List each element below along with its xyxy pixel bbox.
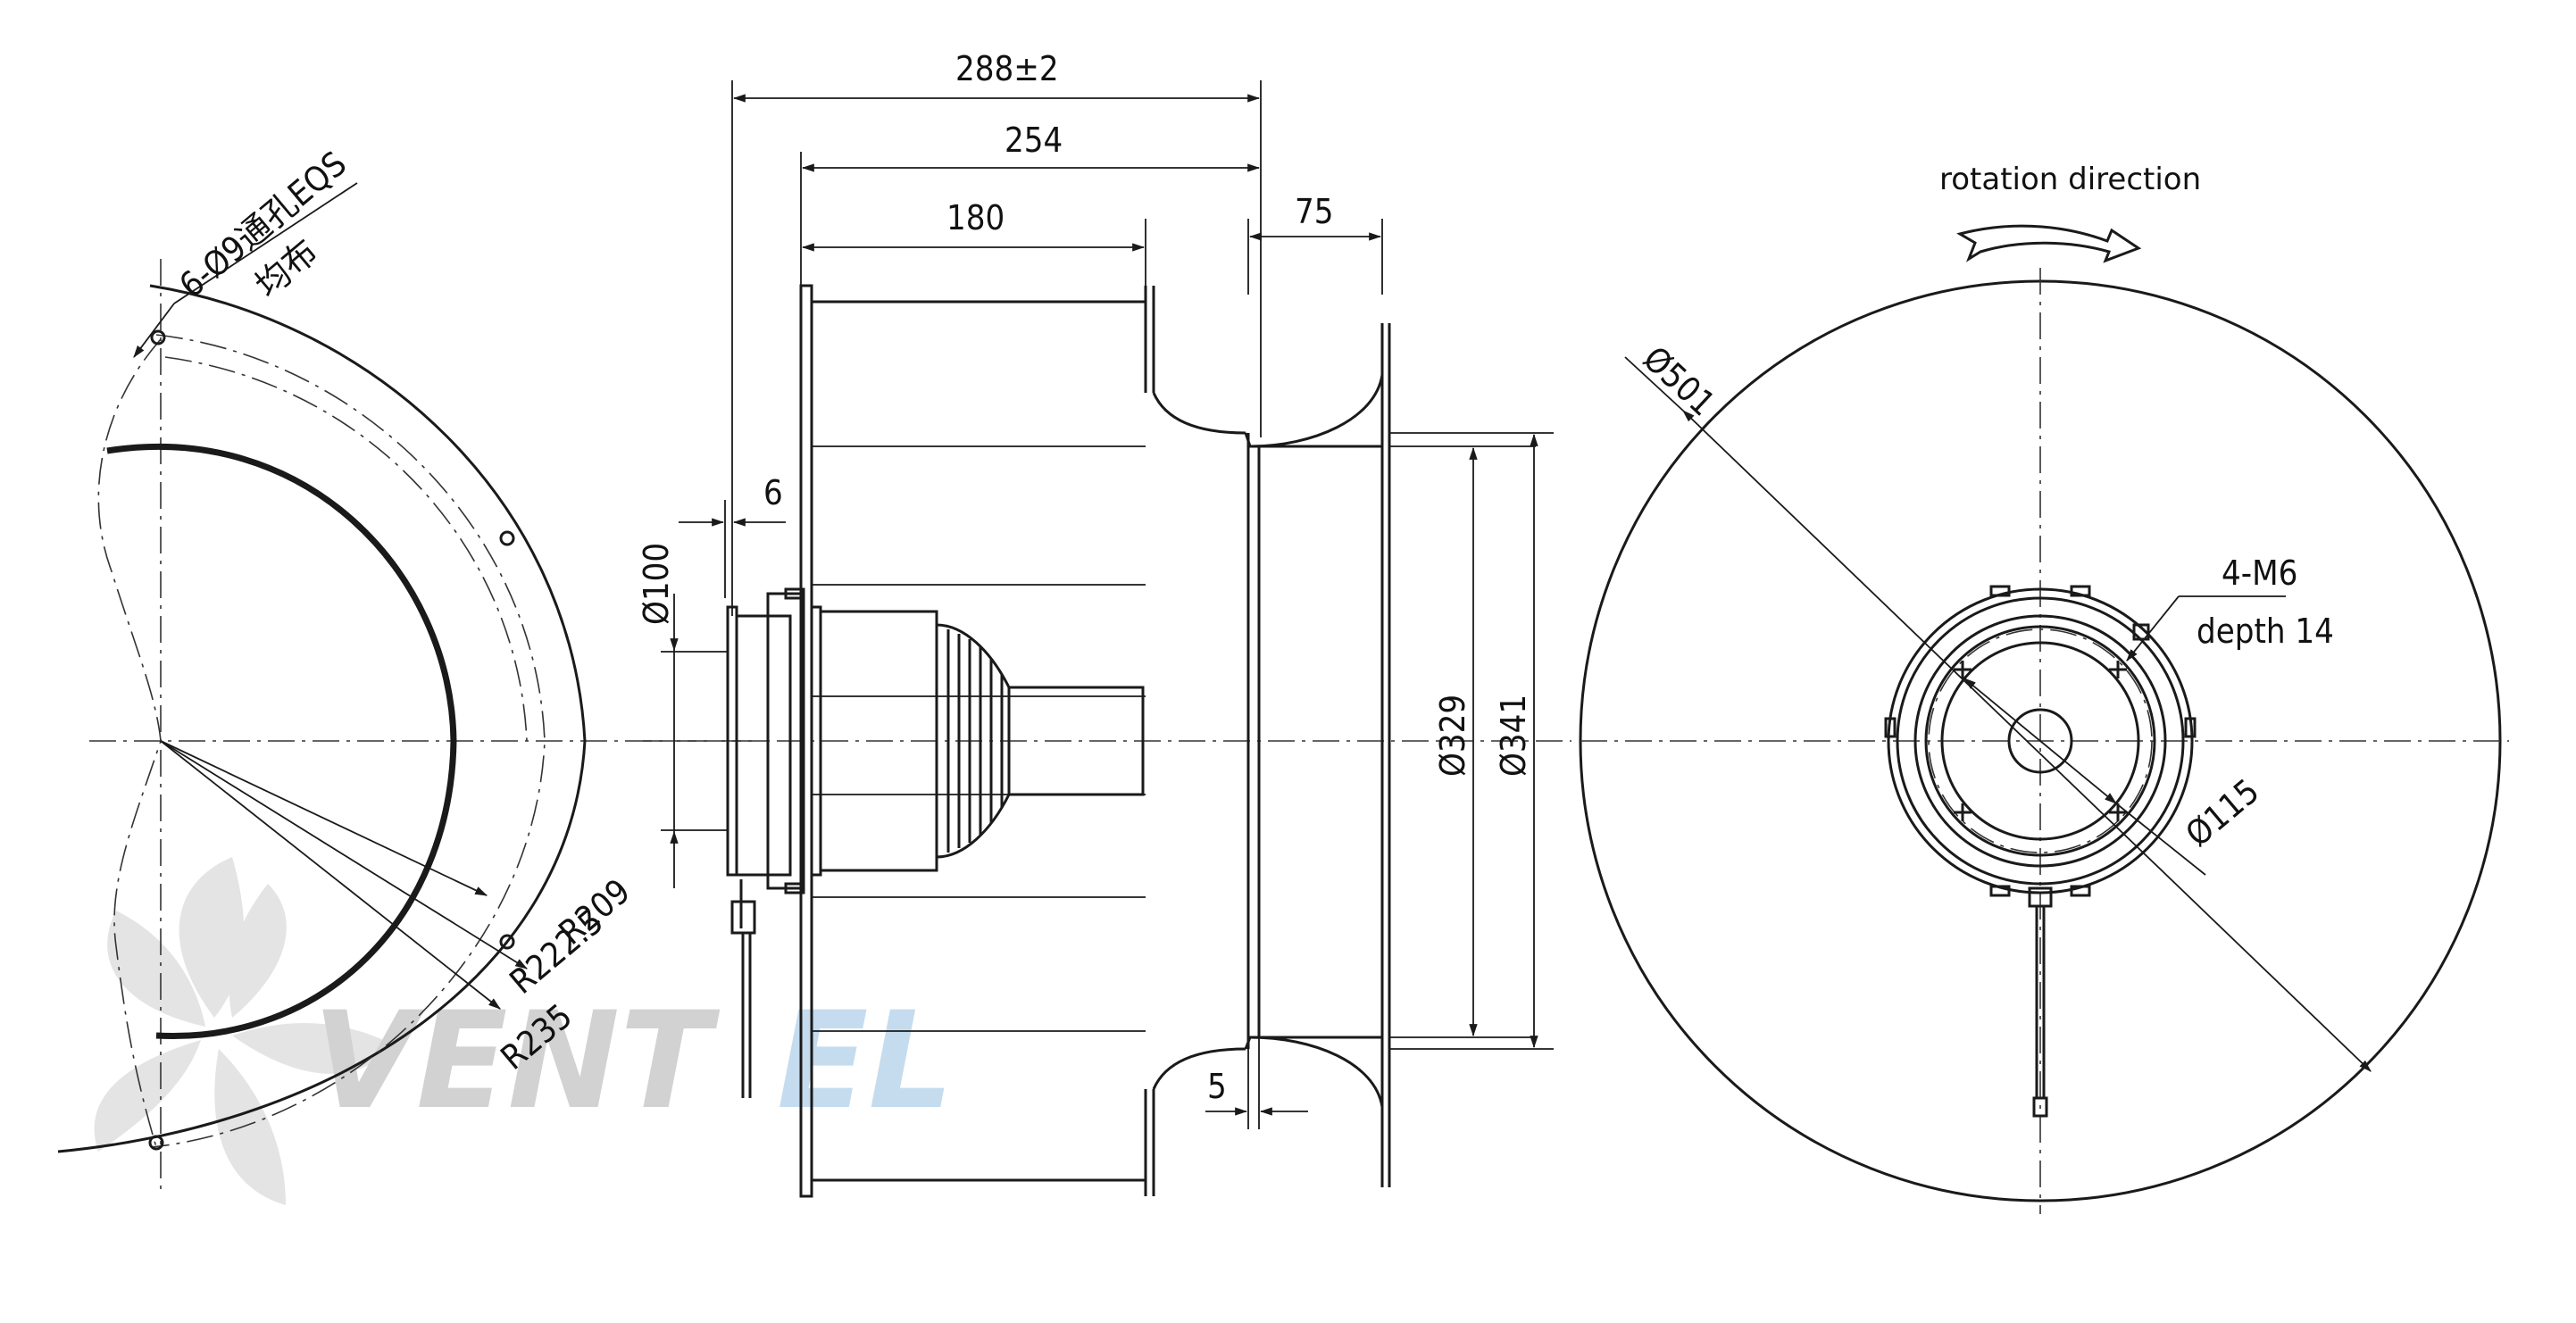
dim-inlet-depth: 75 — [1295, 192, 1334, 231]
watermark-fan-icon — [94, 857, 393, 1205]
watermark: VENT EL — [94, 857, 954, 1205]
watermark-text-el: EL — [777, 984, 954, 1139]
dim-impeller-diameter: Ø501 — [1636, 338, 1722, 423]
dim-hub-diameter: Ø100 — [637, 543, 676, 625]
dim-overall-length: 288±2 — [955, 49, 1059, 88]
flange-hole-bottom — [148, 1135, 164, 1151]
dim-impeller-length: 180 — [946, 198, 1005, 237]
dim-flange-thickness: 6 — [763, 473, 783, 512]
dim-gap: 5 — [1207, 1067, 1227, 1106]
dim-inlet-length: 254 — [1005, 121, 1063, 160]
front-view: rotation direction — [1579, 162, 2509, 1214]
rotation-arrow-icon — [1956, 224, 2142, 263]
watermark-text-vent: VENT — [313, 984, 721, 1139]
motor-fins — [946, 629, 1004, 853]
rotation-direction-label: rotation direction — [1939, 162, 2201, 197]
flange-hole-top — [150, 329, 166, 345]
flange-hole-mid-top — [499, 530, 515, 546]
thread-note: 4-M6 — [2222, 553, 2297, 593]
dim-inlet-inner-diameter: Ø329 — [1433, 695, 1472, 777]
thread-depth-note: depth 14 — [2197, 612, 2334, 651]
side-view: 288±2 254 180 75 — [637, 49, 1571, 1198]
dim-inlet-outer-diameter: Ø341 — [1494, 695, 1533, 777]
flange-hole-mid-bottom — [499, 934, 515, 950]
dim-bolt-circle: Ø115 — [2179, 771, 2267, 854]
